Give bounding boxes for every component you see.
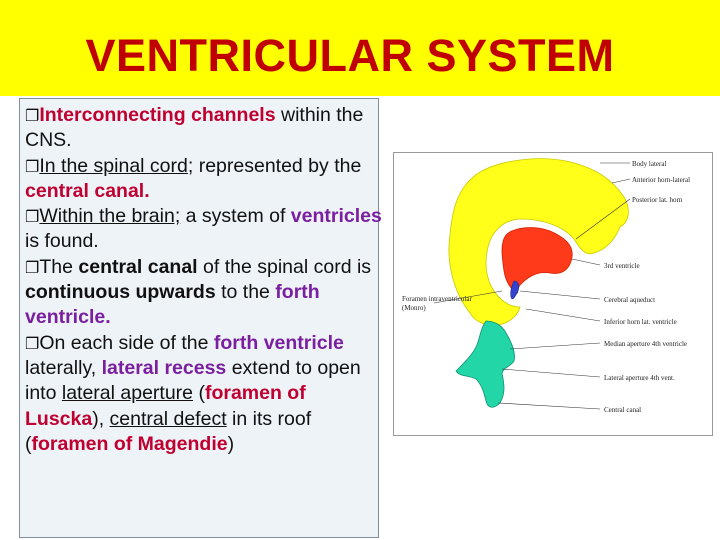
bullet-text: The — [39, 255, 79, 278]
bullet-text: laterally, — [25, 356, 102, 379]
bullet-text: of the spinal cord is — [197, 255, 372, 278]
checkbox-bullet-icon: ❐ — [25, 257, 40, 277]
highlight-text: foramen of Luscka — [25, 382, 306, 430]
bullet-text: a system of — [180, 205, 291, 228]
fourth-ventricle-shape — [455, 320, 515, 408]
bullet-text: extend to open into — [25, 356, 361, 405]
bullet-4: ❐The central canal of the spinal cord is… — [25, 255, 383, 331]
bullet-list: ❐Interconnecting channels within the CNS… — [25, 103, 383, 457]
bullet-2: ❐In the spinal cord; represented by the … — [25, 154, 383, 205]
underlined-text: central defect — [109, 407, 227, 430]
label-lateral-aperture: Lateral aperture 4th vent. — [604, 374, 675, 382]
highlight-text: Interconnecting channels — [39, 104, 276, 126]
label-central-canal: Central canal — [604, 406, 641, 414]
bullet-text: is found. — [25, 230, 99, 253]
bullet-3: ❐Within the brain; a system of ventricle… — [25, 204, 383, 255]
leader-lines — [433, 162, 631, 410]
bullet-text: ), — [92, 407, 110, 430]
bullet-text: to the — [215, 281, 276, 304]
third-ventricle-shape — [501, 227, 573, 294]
underlined-text: In the spinal cord; — [39, 154, 194, 177]
bullet-text: represented by the — [193, 154, 362, 177]
bullet-1: ❐Interconnecting channels within the CNS… — [25, 103, 383, 154]
bullet-text: within the CNS. — [25, 104, 364, 152]
highlight-text: forth ventricle. — [25, 281, 320, 329]
label-monro: (Monro) — [402, 304, 426, 312]
label-posterior-horn: Posterior lat. horn — [632, 196, 683, 204]
highlight-text: lateral recess — [101, 356, 227, 379]
bold-text: continuous upwards — [25, 281, 216, 304]
label-median-aperture: Median aperture 4th ventricle — [604, 340, 687, 348]
lateral-ventricle-shape — [448, 158, 629, 326]
bullet-text: ( — [193, 382, 205, 405]
checkbox-bullet-icon: ❐ — [25, 106, 40, 125]
bullet-5: ❐On each side of the forth ventricle lat… — [25, 331, 383, 457]
label-cerebral-aqueduct: Cerebral aqueduct — [604, 296, 655, 304]
bullet-text: ) — [227, 432, 235, 455]
underlined-text: lateral aperture — [61, 382, 194, 405]
highlight-text: central canal. — [25, 179, 150, 202]
highlight-text: ventricles — [290, 205, 382, 228]
bullet-text: On each side of the — [39, 331, 214, 354]
ventricular-system-diagram: Body lateral Anterior horn-lateral Poste… — [393, 152, 713, 436]
label-foramen-intraventricular: Foramen intraventricular — [402, 295, 472, 303]
cerebral-aqueduct-shape — [510, 280, 520, 300]
bullet-text: in its roof ( — [25, 407, 312, 455]
underlined-text: Within the brain; — [39, 205, 181, 228]
label-third-ventricle: 3rd ventricle — [604, 262, 640, 270]
highlight-text: forth ventricle — [213, 331, 344, 354]
checkbox-bullet-icon: ❐ — [25, 207, 40, 227]
diagram-svg: Body lateral Anterior horn-lateral Poste… — [402, 158, 690, 414]
slide-title: VENTRICULAR SYSTEM — [85, 30, 615, 81]
title-bar — [0, 0, 720, 96]
highlight-text: foramen of Magendie — [31, 432, 228, 455]
checkbox-bullet-icon: ❐ — [25, 156, 40, 176]
bold-text: central canal — [78, 255, 198, 278]
label-inferior-horn: Inferior horn lat. ventricle — [604, 318, 677, 326]
text-box — [19, 98, 379, 538]
label-anterior-horn: Anterior horn-lateral — [632, 176, 690, 184]
checkbox-bullet-icon: ❐ — [25, 333, 40, 353]
label-body-lateral: Body lateral — [632, 160, 666, 168]
